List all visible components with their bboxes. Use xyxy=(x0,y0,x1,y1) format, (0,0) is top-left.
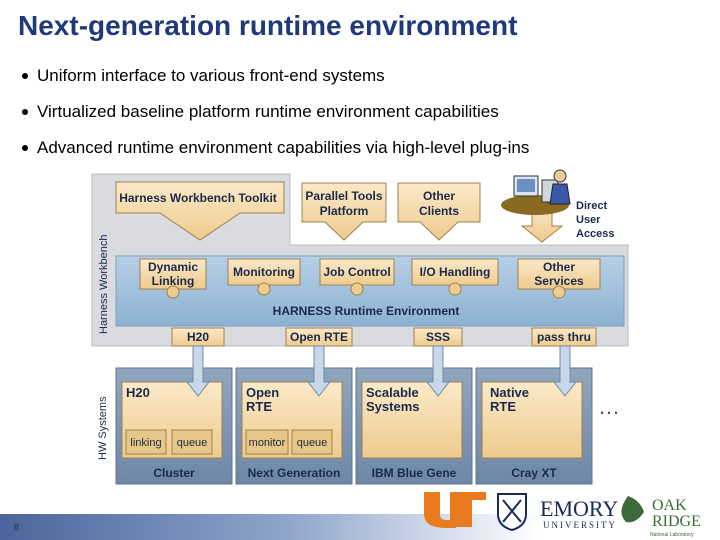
footer-gradient-bar xyxy=(0,514,720,540)
down-arrow-icon xyxy=(425,345,451,397)
svg-text:queue: queue xyxy=(177,437,208,449)
svg-text:Other: Other xyxy=(423,189,455,203)
plugin-dynamic-linking: Dynamic Linking xyxy=(139,258,207,299)
toolkit-arrow-box xyxy=(115,181,285,241)
svg-text:Monitoring: Monitoring xyxy=(233,265,295,279)
ornl-ridge-text: RIDGE xyxy=(652,513,701,530)
bullet-item: Uniform interface to various front-end s… xyxy=(20,66,529,102)
ut-logo: UT xyxy=(424,492,486,531)
emory-sub-text: UNIVERSITY xyxy=(543,520,617,530)
bullet-dot-icon xyxy=(22,108,28,115)
svg-text:H20: H20 xyxy=(126,385,150,400)
plugin-monitoring: Monitoring xyxy=(227,258,301,296)
svg-text:Scalable: Scalable xyxy=(366,385,419,400)
bullet-dot-icon xyxy=(22,72,28,79)
adapter-open-rte: Open RTE xyxy=(285,327,353,347)
adapter-arrows xyxy=(185,345,578,397)
adapter-sss: SSS xyxy=(413,327,463,347)
ornl-oak-text: OAK xyxy=(652,497,687,514)
svg-text:I/O Handling: I/O Handling xyxy=(420,265,491,279)
adapter-h20: H20 xyxy=(171,327,225,347)
ornl-leaf-icon xyxy=(621,496,644,523)
svg-text:Systems: Systems xyxy=(366,399,419,414)
system-cluster: H20 linking queue Cluster xyxy=(115,367,233,485)
svg-text:Native: Native xyxy=(490,385,529,400)
emory-logo-text: EMORY xyxy=(540,496,618,521)
bullet-list: Uniform interface to various front-end s… xyxy=(20,66,529,174)
down-arrow-icon xyxy=(552,345,578,397)
slide-title: Next-generation runtime environment xyxy=(18,10,518,41)
workbench-side-label: Harness Workbench xyxy=(98,235,110,334)
svg-text:Job Control: Job Control xyxy=(323,265,390,279)
svg-text:Open: Open xyxy=(246,385,279,400)
emory-crest-icon xyxy=(497,493,527,532)
svg-text:H20: H20 xyxy=(187,330,209,344)
svg-text:pass thru: pass thru xyxy=(537,330,591,344)
plugin-io-handling: I/O Handling xyxy=(411,258,499,296)
runtime-label: HARNESS Runtime Environment xyxy=(273,304,460,318)
toolkit-label: Harness Workbench Toolkit xyxy=(119,191,277,205)
svg-text:Cluster: Cluster xyxy=(153,466,195,480)
hw-systems-label: HW Systems xyxy=(97,396,109,460)
svg-text:RTE: RTE xyxy=(246,399,272,414)
svg-text:Clients: Clients xyxy=(419,204,459,218)
svg-text:Services: Services xyxy=(534,274,584,288)
system-ibm-blue-gene: Scalable Systems IBM Blue Gene xyxy=(355,367,473,485)
svg-text:SSS: SSS xyxy=(426,330,450,344)
svg-text:Other: Other xyxy=(543,260,575,274)
plugin-other-services: Other Services xyxy=(517,258,601,299)
svg-text:Open RTE: Open RTE xyxy=(290,330,348,344)
user-computer-icon xyxy=(501,169,571,215)
svg-text:Next Generation: Next Generation xyxy=(248,466,341,480)
svg-text:queue: queue xyxy=(297,437,328,449)
system-cray-xt: Native RTE Cray XT xyxy=(475,367,593,485)
svg-text:Cray XT: Cray XT xyxy=(511,466,557,480)
down-arrow-icon xyxy=(185,345,211,397)
svg-text:Linking: Linking xyxy=(152,274,195,288)
more-systems-ellipsis: … xyxy=(598,394,620,419)
bullet-item: Advanced runtime environment capabilitie… xyxy=(20,138,529,174)
svg-text:UT: UT xyxy=(440,529,442,531)
svg-text:Platform: Platform xyxy=(320,204,369,218)
svg-text:Dynamic: Dynamic xyxy=(148,260,198,274)
bullet-dot-icon xyxy=(22,144,28,151)
page-number: 8 xyxy=(14,522,20,532)
system-next-generation: Open RTE monitor queue Next Generation xyxy=(235,367,353,485)
bullet-item: Virtualized baseline platform runtime en… xyxy=(20,102,529,138)
svg-text:IBM Blue Gene: IBM Blue Gene xyxy=(372,466,457,480)
ornl-sub-text: National Laboratory xyxy=(650,532,694,538)
down-arrow-icon xyxy=(306,345,332,397)
client-other-clients: Other Clients xyxy=(397,182,481,241)
plugin-job-control: Job Control xyxy=(319,258,395,296)
svg-text:RTE: RTE xyxy=(490,399,516,414)
direct-access-label: Direct User Access xyxy=(576,200,615,240)
svg-text:monitor: monitor xyxy=(249,437,286,449)
svg-text:linking: linking xyxy=(130,437,161,449)
svg-text:Parallel Tools: Parallel Tools xyxy=(305,189,382,203)
adapter-pass-thru: pass thru xyxy=(531,327,597,347)
client-parallel-tools: Parallel Tools Platform xyxy=(301,182,387,241)
